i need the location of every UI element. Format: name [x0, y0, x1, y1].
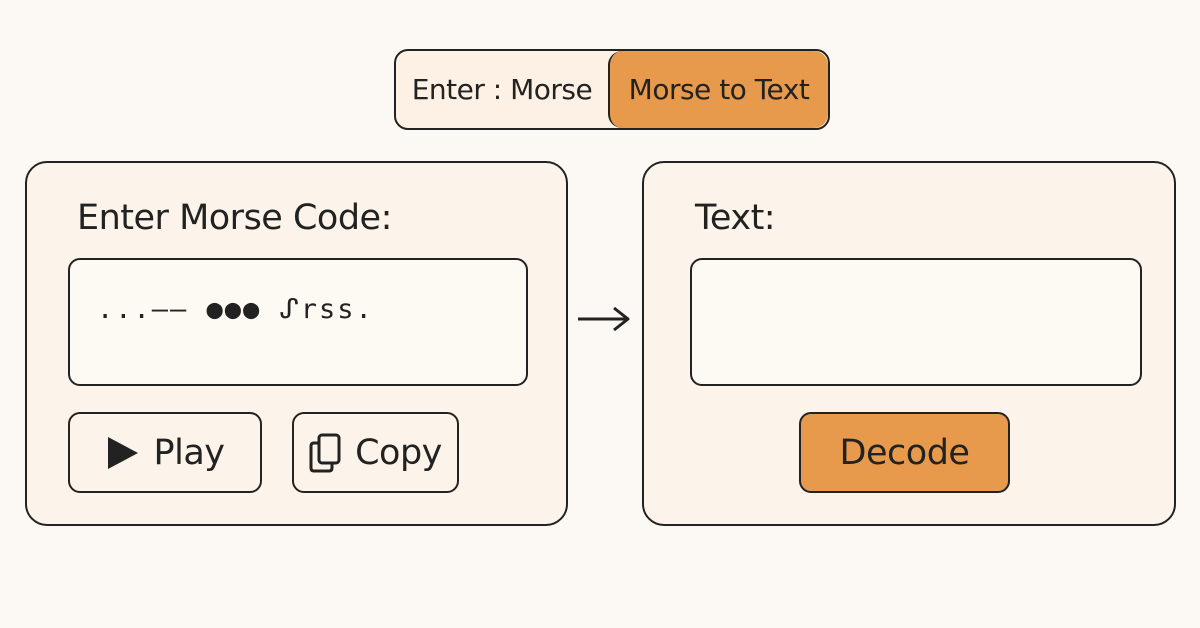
morse-input-title: Enter Morse Code: [77, 198, 392, 238]
mode-morse-to-text-label: Morse to Text [628, 73, 810, 106]
copy-button[interactable]: Copy [292, 412, 459, 493]
decode-label: Decode [839, 432, 970, 473]
play-button[interactable]: Play [68, 412, 262, 493]
play-icon [106, 435, 140, 471]
text-output-field[interactable] [690, 258, 1142, 386]
copy-icon [309, 433, 341, 473]
mode-toggle: Enter : Morse Morse to Text [394, 49, 830, 130]
morse-input-value: ...‒‒ ●●● ᔑrss. [97, 294, 374, 325]
morse-input-field[interactable]: ...‒‒ ●●● ᔑrss. [68, 258, 528, 386]
text-output-title: Text: [695, 198, 776, 238]
copy-label: Copy [355, 432, 442, 473]
mode-morse-to-text-tab[interactable]: Morse to Text [608, 51, 828, 128]
mode-enter-morse-tab[interactable]: Enter : Morse [396, 51, 608, 128]
play-label: Play [153, 432, 226, 473]
mode-enter-morse-label: Enter : Morse [411, 73, 593, 106]
decode-button[interactable]: Decode [799, 412, 1010, 493]
morse-input-panel: Enter Morse Code: ...‒‒ ●●● ᔑrss. Play C… [25, 161, 568, 526]
arrow-right-icon [576, 302, 632, 340]
text-output-panel: Text: Decode [642, 161, 1176, 526]
